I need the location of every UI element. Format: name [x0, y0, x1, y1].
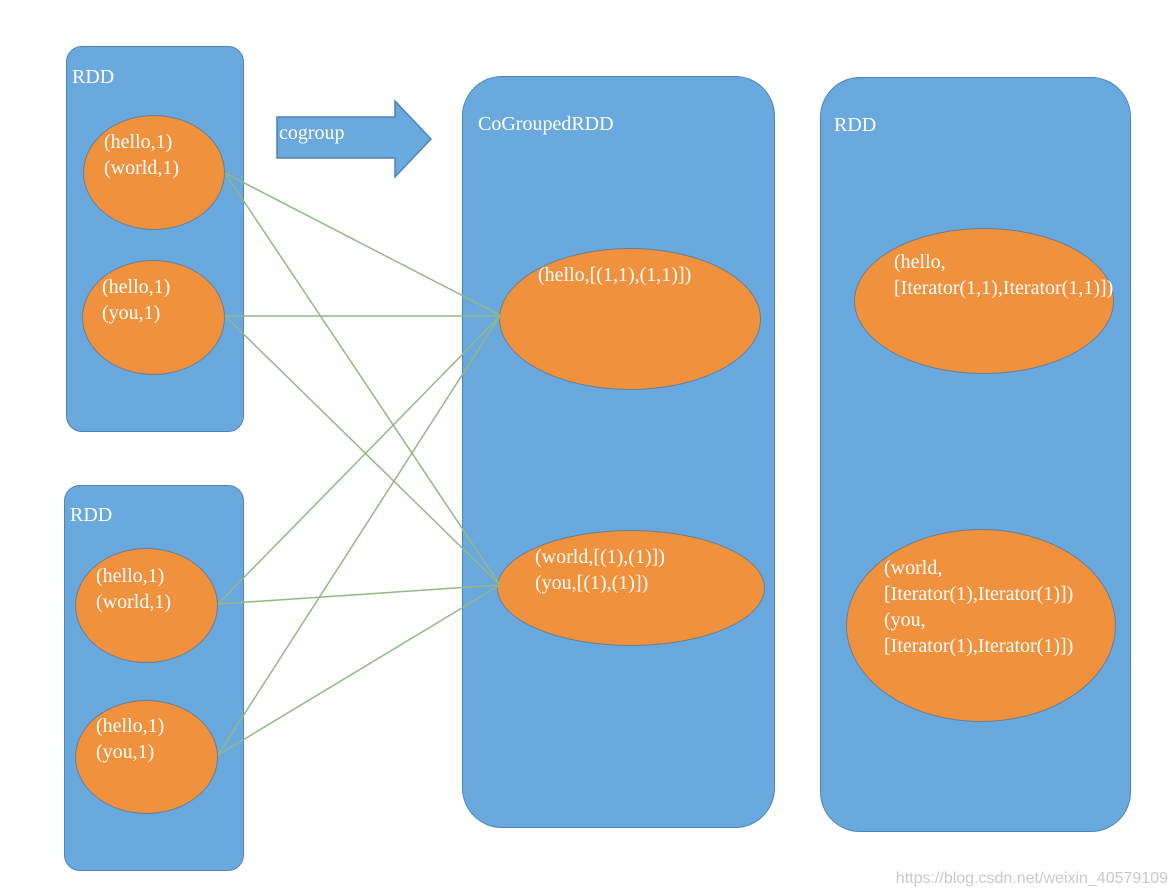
connector-line [217, 315, 501, 756]
input-rdd-2-partition-1 [75, 548, 218, 663]
result-rdd-partition-1-text: (hello, [Iterator(1,1),Iterator(1,1)]) [894, 251, 1114, 299]
input-rdd-1-title: RDD [72, 66, 115, 88]
cogrouped-rdd-partition-2-text: (world,[(1),(1)]) (you,[(1),(1)]) [535, 546, 665, 594]
result-rdd-partition-2-text: (world, [Iterator(1),Iterator(1)]) (you,… [884, 557, 1074, 657]
connector-line [217, 584, 501, 605]
input-rdd-1-partition-1 [83, 115, 225, 230]
connector-line [217, 584, 501, 756]
cogroup-arrow-label: cogroup [279, 122, 345, 144]
result-rdd-partition-2 [846, 529, 1116, 722]
watermark: https://blog.csdn.net/weixin_40579109 [895, 870, 1168, 887]
cogrouped-rdd-partition-1-text: (hello,[(1,1),(1,1)]) [538, 264, 692, 286]
input-rdd-1-partition-2 [82, 260, 225, 375]
input-rdd-2-title: RDD [70, 504, 113, 526]
connector-line [224, 172, 501, 586]
input-rdd-1-partition-2-text: (hello,1) (you,1) [102, 276, 171, 324]
connector-line [224, 315, 501, 586]
cogrouped-rdd-panel [462, 76, 775, 828]
input-rdd-2-partition-2-text: (hello,1) (you,1) [96, 715, 165, 763]
input-rdd-2-partition-2 [75, 700, 218, 814]
connector-line [224, 172, 501, 316]
input-rdd-2-partition-1-text: (hello,1) (world,1) [96, 565, 171, 613]
input-rdd-1-partition-1-text: (hello,1) (world,1) [104, 131, 179, 179]
result-rdd-title: RDD [834, 114, 877, 136]
result-rdd-partition-1 [854, 228, 1114, 374]
connector-line [217, 315, 501, 605]
cogrouped-rdd-title: CoGroupedRDD [478, 113, 614, 135]
cogrouped-rdd-partition-2 [497, 530, 765, 646]
